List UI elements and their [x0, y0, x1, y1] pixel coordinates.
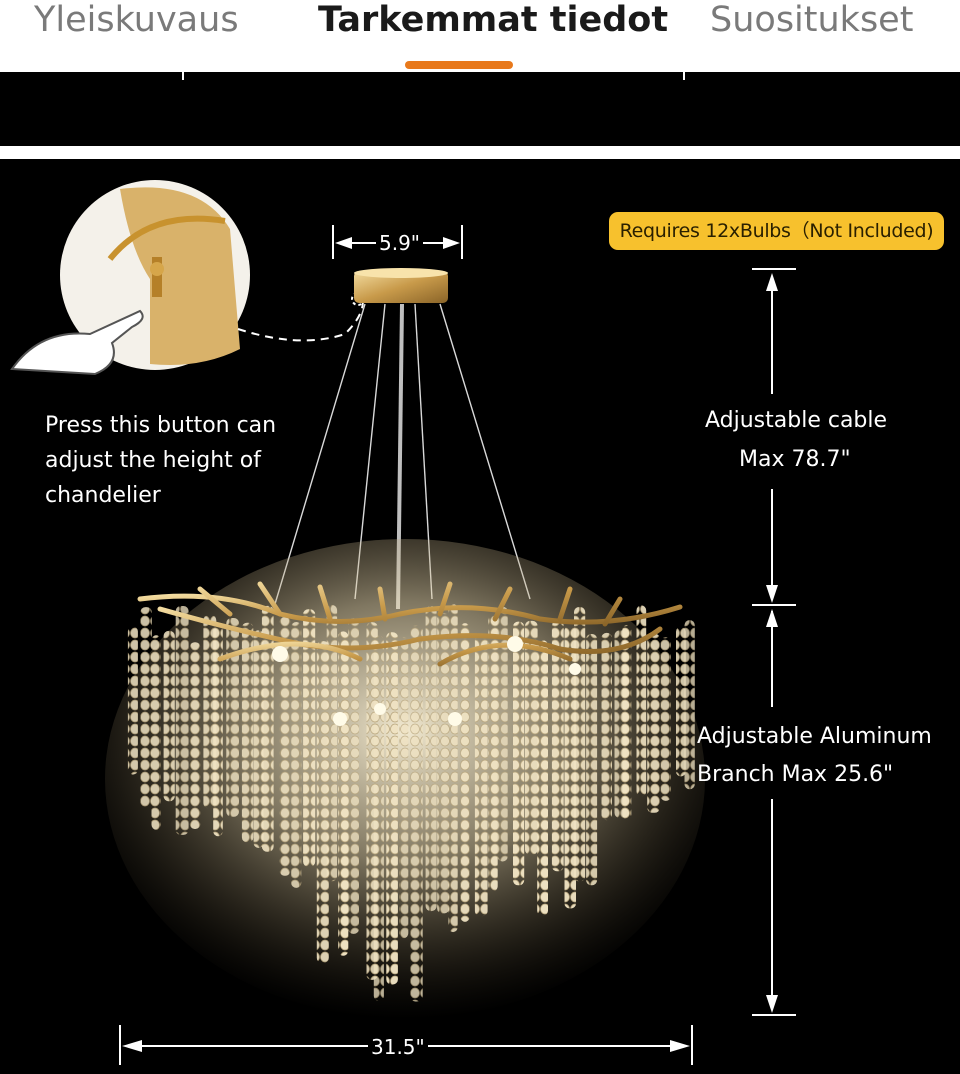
crystal-strand	[647, 633, 660, 813]
crystal-strand	[474, 633, 488, 917]
height-button-note: Press this button can adjust the height …	[45, 408, 305, 513]
crystal-strand	[601, 632, 612, 821]
crystal-strand	[140, 607, 152, 808]
callout-line	[237, 290, 364, 342]
crystal-strand	[460, 623, 470, 922]
crystal-strand	[175, 606, 189, 835]
crystal-strand	[574, 607, 586, 882]
ceiling-canopy	[354, 268, 448, 303]
crystal-strand	[253, 630, 264, 848]
crystal-strand	[291, 622, 302, 888]
crystal-strand	[537, 640, 548, 916]
crystal-strand	[226, 618, 239, 817]
note-line: Branch Max 25.6"	[697, 762, 894, 787]
canopy-width-label: 5.9"	[376, 231, 424, 255]
branch-length-note: Adjustable Aluminum Branch Max 25.6"	[697, 718, 957, 794]
crystal-strand	[151, 635, 161, 830]
tab-bar: Yleiskuvaus Tarkemmat tiedot Suositukset	[0, 0, 960, 72]
tab-details[interactable]: Tarkemmat tiedot	[318, 0, 669, 40]
product-dimension-image[interactable]: Requires 12xBulbs（Not Included) 5.9" 31.…	[0, 159, 960, 1074]
crystal-strand	[127, 626, 138, 775]
active-tab-indicator	[405, 61, 513, 69]
chandelier-illustration	[10, 180, 796, 1065]
crystal-strand	[386, 632, 398, 985]
cable-length-note: Adjustable cable Max 78.7"	[705, 403, 905, 477]
crystal-strand	[373, 635, 384, 1001]
crystal-strand	[326, 605, 338, 882]
crystal-strand	[303, 609, 316, 867]
bulbs-required-badge: Requires 12xBulbs（Not Included)	[609, 212, 944, 250]
height-dimension	[752, 268, 796, 1016]
crystal-strand	[316, 641, 329, 963]
crystal-strand	[410, 625, 423, 1002]
crystal-strand	[425, 606, 437, 912]
gold-branches	[137, 581, 683, 667]
crystal-strand	[241, 622, 254, 843]
crystal-strand	[213, 625, 223, 837]
tab-recommendations[interactable]: Suositukset	[710, 0, 914, 40]
crystal-strand	[279, 617, 291, 876]
crystal-strand	[488, 614, 498, 892]
crystal-strand	[203, 615, 217, 809]
total-width-label: 31.5"	[368, 1035, 428, 1059]
note-line: adjust the height of	[45, 448, 262, 473]
crystal-strand	[676, 626, 686, 777]
crystal-strand	[163, 630, 175, 802]
crystal-strand	[513, 621, 525, 886]
crystal-strand	[497, 606, 508, 862]
crystal-strand	[525, 620, 538, 855]
crystal-strand	[348, 618, 359, 934]
note-line: Max 78.7"	[739, 447, 851, 472]
previous-product-image	[0, 72, 960, 146]
dimension-tick	[683, 72, 685, 80]
button-detail-inset	[10, 180, 250, 376]
crystal-strand	[586, 634, 598, 886]
image-divider	[0, 146, 960, 159]
note-line: Adjustable Aluminum	[697, 724, 932, 749]
crystal-strand	[551, 620, 564, 872]
crystal-strand	[399, 637, 409, 939]
crystal-strand	[189, 642, 201, 829]
crystal-strand	[660, 637, 671, 801]
note-line: chandelier	[45, 483, 161, 508]
crystal-strand	[684, 620, 695, 790]
dimension-tick	[182, 72, 184, 80]
crystal-strand	[622, 625, 632, 820]
crystal-strand	[338, 631, 349, 956]
crystal-strand	[564, 625, 576, 909]
crystal-strand	[437, 613, 450, 914]
crystal-strand	[636, 605, 647, 797]
crystal-strand	[261, 605, 274, 852]
crystal-strand	[448, 604, 458, 933]
note-line: Adjustable cable	[705, 408, 888, 433]
tab-overview[interactable]: Yleiskuvaus	[34, 0, 239, 40]
note-line: Press this button can	[45, 413, 277, 438]
